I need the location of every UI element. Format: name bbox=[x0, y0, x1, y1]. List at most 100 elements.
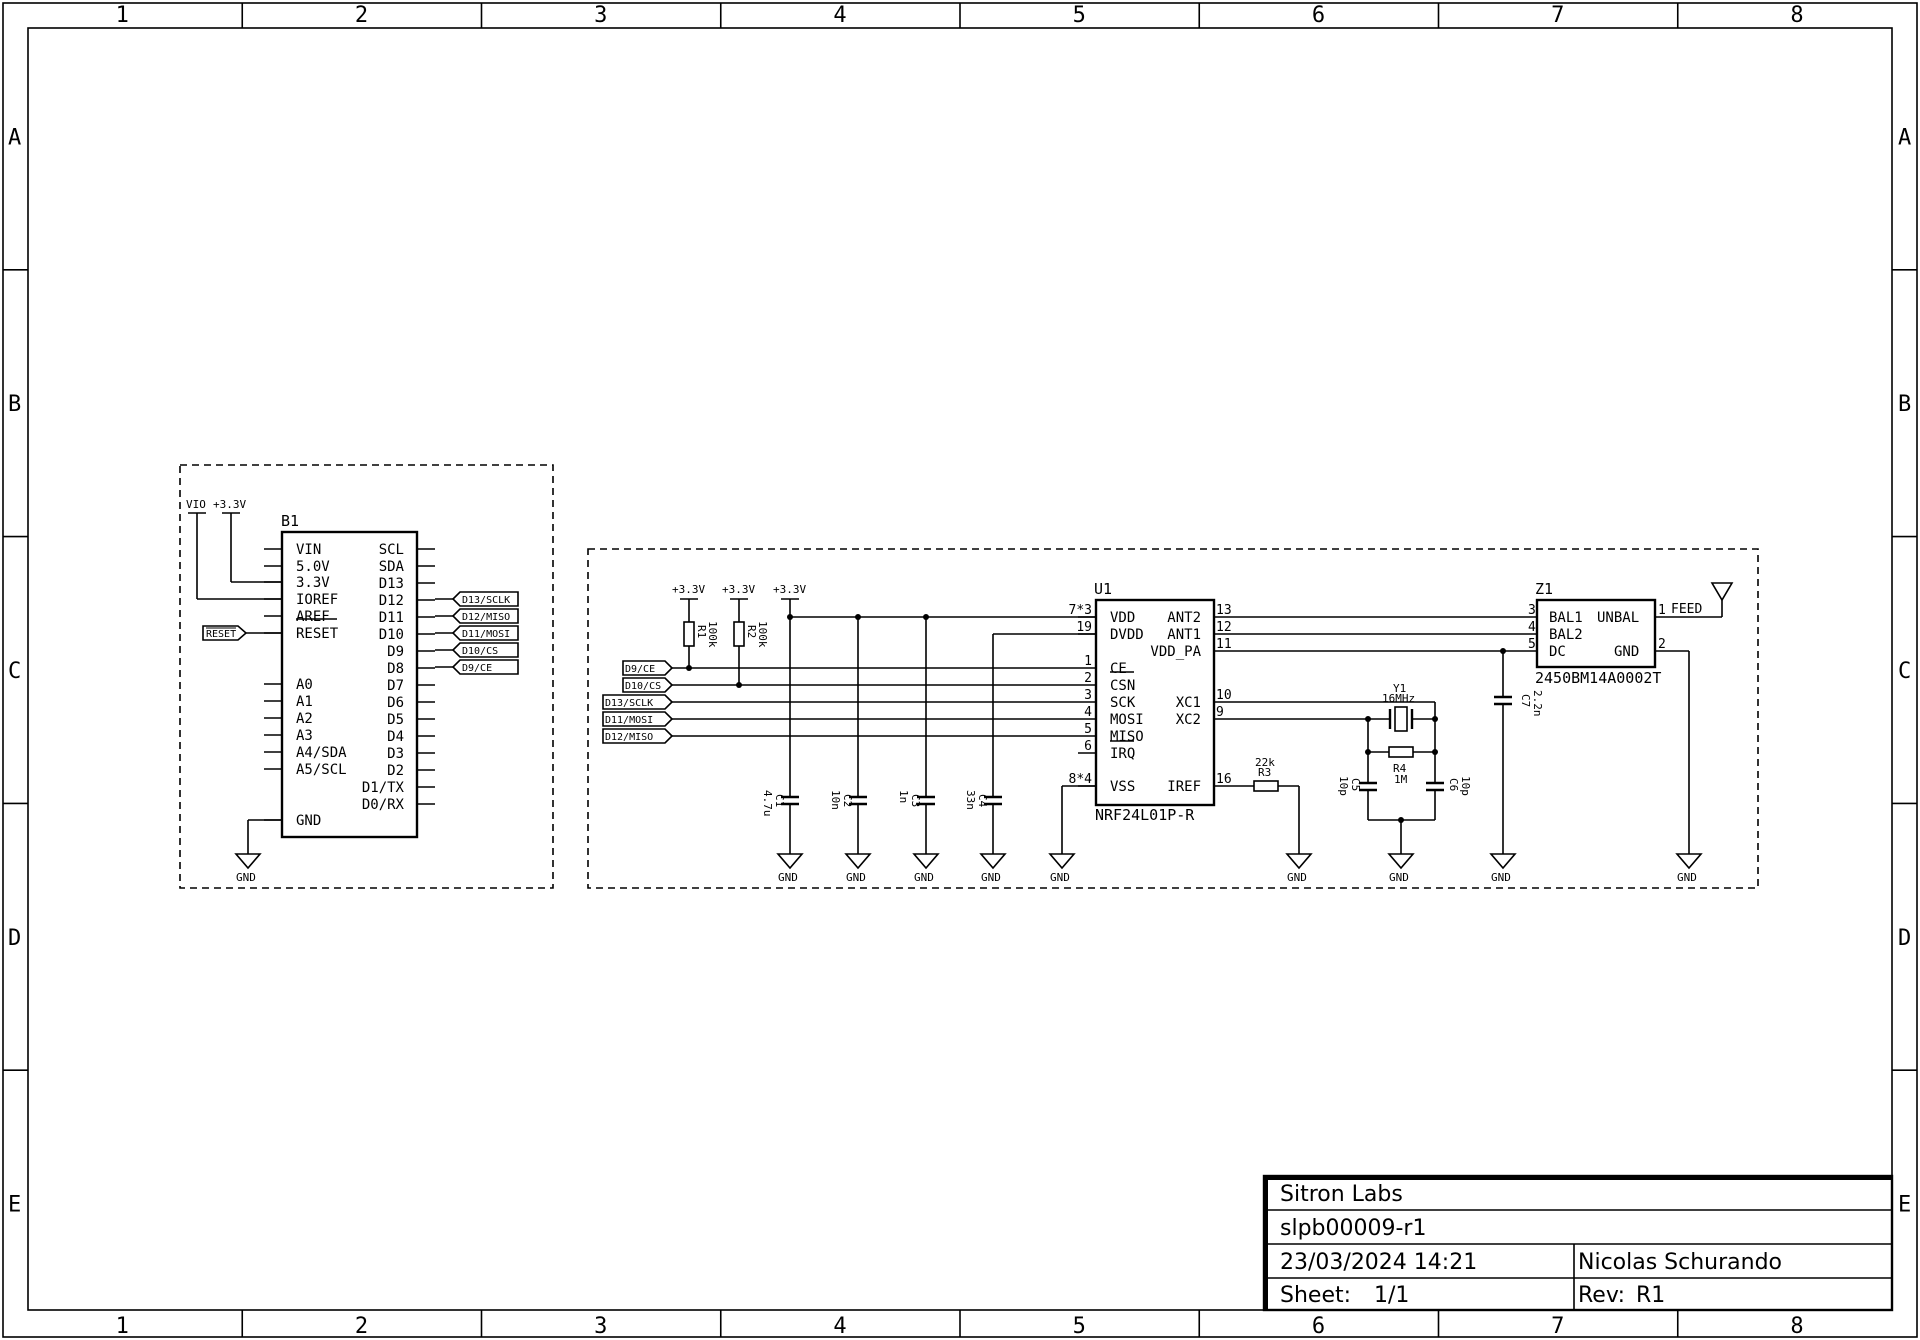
b1-pin-right: D13 bbox=[379, 576, 404, 592]
u1-pin-num-left: 3 bbox=[1084, 688, 1092, 703]
u1-pin-left: CE bbox=[1110, 661, 1127, 677]
r4-ref: R4 bbox=[1393, 762, 1407, 775]
signal-net-label: D9/CE bbox=[625, 664, 655, 675]
u1-pin-left: MOSI bbox=[1110, 712, 1144, 728]
r3-gnd-label: GND bbox=[1287, 871, 1307, 884]
row-marker-right: D bbox=[1898, 926, 1911, 951]
antenna: FEED bbox=[1655, 582, 1734, 618]
column-marker-bottom: 4 bbox=[833, 1314, 846, 1339]
z1-value: 2450BM14A0002T bbox=[1535, 669, 1661, 687]
z1-pin-gnd: GND bbox=[1614, 644, 1639, 660]
u1-value: NRF24L01P-R bbox=[1095, 806, 1195, 824]
z1-num-5: 5 bbox=[1528, 637, 1536, 652]
r1-value: 100k bbox=[706, 621, 719, 648]
signal-net-label: D13/SCLK bbox=[605, 698, 653, 709]
u1-pin-num-right: 16 bbox=[1216, 772, 1232, 787]
z1-num-2: 2 bbox=[1658, 637, 1666, 652]
document-title: slpb00009-r1 bbox=[1280, 1216, 1426, 1241]
u1-pin-num-left: 19 bbox=[1076, 620, 1092, 635]
b1-ref: B1 bbox=[281, 512, 299, 530]
z1-pin-dc: DC bbox=[1549, 644, 1566, 660]
row-marker-left: D bbox=[8, 926, 21, 951]
z1-num-1: 1 bbox=[1658, 603, 1666, 618]
c7-gnd-label: GND bbox=[1491, 871, 1511, 884]
column-marker-top: 4 bbox=[833, 3, 846, 28]
b1-pin-left: A5/SCL bbox=[296, 762, 347, 778]
r4-value: 1M bbox=[1394, 773, 1408, 786]
u1-pin-num-right: 13 bbox=[1216, 603, 1232, 618]
z1-pin-bal2: BAL2 bbox=[1549, 627, 1583, 643]
u1-vss-gnd: GND bbox=[1048, 785, 1096, 884]
arduino-header-box bbox=[179, 464, 554, 889]
b1-pin-left: 3.3V bbox=[296, 575, 330, 591]
company-name: Sitron Labs bbox=[1280, 1182, 1403, 1207]
b1-pin-right: D2 bbox=[387, 763, 404, 779]
b1-net-label: D9/CE bbox=[462, 663, 492, 674]
z1-num-3: 3 bbox=[1528, 603, 1536, 618]
b1-net-label: D12/MISO bbox=[462, 612, 510, 623]
c5-value: 10p bbox=[1337, 776, 1350, 796]
r2-ref: R2 bbox=[745, 625, 758, 638]
b1-pin-right: D4 bbox=[387, 729, 404, 745]
u1-pin-right: ANT2 bbox=[1167, 610, 1201, 626]
u1-pin-left: SCK bbox=[1110, 695, 1136, 711]
xtal-gnd-label: GND bbox=[1389, 871, 1409, 884]
radio-box bbox=[587, 548, 1759, 889]
column-marker-top: 7 bbox=[1551, 3, 1564, 28]
sheet-label: Sheet: bbox=[1280, 1283, 1351, 1308]
b1-gnd-label: GND bbox=[236, 871, 256, 884]
c3-ref: C3 bbox=[909, 794, 922, 807]
u1-pin-num-left: 6 bbox=[1084, 739, 1092, 754]
r3-ref: R3 bbox=[1258, 766, 1271, 779]
column-marker-bottom: 6 bbox=[1312, 1314, 1325, 1339]
c4-gnd-label: GND bbox=[981, 871, 1001, 884]
z1-gnd: GND bbox=[1655, 650, 1703, 884]
column-marker-top: 2 bbox=[355, 3, 368, 28]
c6-ref: C6 bbox=[1447, 778, 1460, 791]
c3-gnd-label: GND bbox=[914, 871, 934, 884]
row-marker-left: E bbox=[8, 1193, 21, 1218]
column-marker-bottom: 1 bbox=[116, 1314, 129, 1339]
signal-net-label: D10/CS bbox=[625, 681, 661, 692]
c2-value: 10n bbox=[829, 790, 842, 810]
y1-value: 16MHz bbox=[1382, 692, 1415, 705]
b1-pin-right: SCL bbox=[379, 542, 404, 558]
b1-pin-right: D7 bbox=[387, 678, 404, 694]
row-marker-left: C bbox=[8, 659, 21, 684]
b1-net-label: D10/CS bbox=[462, 646, 498, 657]
reset-net-label: RESET bbox=[202, 625, 282, 641]
row-marker-right: E bbox=[1898, 1193, 1911, 1218]
u1-pin-num-right: 11 bbox=[1216, 637, 1232, 652]
row-marker-left: B bbox=[8, 392, 21, 417]
c4-value: 33n bbox=[964, 790, 977, 810]
c7-value: 2.2n bbox=[1531, 690, 1544, 717]
b1-net-label: D11/MOSI bbox=[462, 629, 510, 640]
b1-pin-right: SDA bbox=[379, 559, 405, 575]
b1-pin-left: A1 bbox=[296, 694, 313, 710]
column-marker-top: 3 bbox=[594, 3, 607, 28]
b1-right-pins: SCLSDAD13D12D11D10D9D8D7D6D5D4D3D2D1/TXD… bbox=[362, 542, 435, 813]
z1-gnd-label: GND bbox=[1677, 871, 1697, 884]
u1-pin-num-right: 9 bbox=[1216, 705, 1224, 720]
b1-pin-right: D5 bbox=[387, 712, 404, 728]
r2-3v3-label: +3.3V bbox=[722, 583, 755, 596]
rev-value: R1 bbox=[1636, 1283, 1665, 1308]
b1-pin-left: A4/SDA bbox=[296, 745, 347, 761]
row-marker-right: A bbox=[1898, 125, 1911, 150]
u1-pin-left: VDD bbox=[1110, 610, 1135, 626]
signal-net-label: D12/MISO bbox=[605, 732, 653, 743]
column-marker-bottom: 8 bbox=[1790, 1314, 1803, 1339]
c7-ref: C7 bbox=[1519, 694, 1532, 707]
r1-ref: R1 bbox=[695, 625, 708, 638]
r2-value: 100k bbox=[756, 621, 769, 648]
b1-pin-left: A0 bbox=[296, 677, 313, 693]
b1-pin-right: D1/TX bbox=[362, 780, 405, 796]
u1-pin-num-left: 4 bbox=[1084, 705, 1092, 720]
